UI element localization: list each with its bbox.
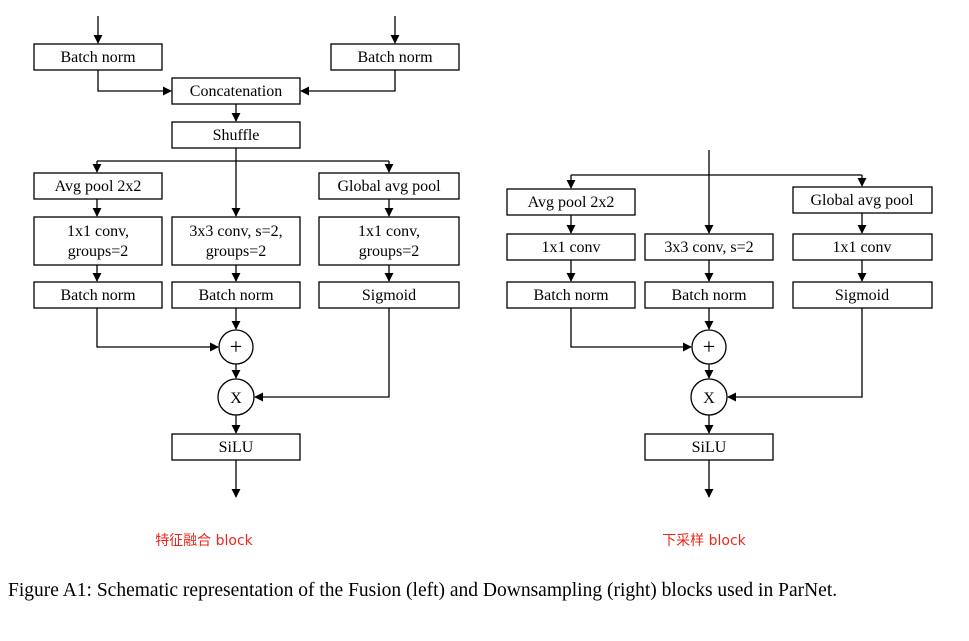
fusion-global-avgpool: Global avg pool (318, 172, 460, 200)
svg-text:Shuffle: Shuffle (213, 127, 260, 144)
svg-text:groups=2: groups=2 (359, 243, 420, 260)
fusion-edge-bn-left-concat (97, 70, 172, 96)
svg-text:SiLU: SiLU (692, 439, 727, 456)
svg-text:Batch norm: Batch norm (60, 49, 136, 66)
fusion-conv3x3: 3x3 conv, s=2, groups=2 (171, 216, 301, 266)
svg-text:groups=2: groups=2 (206, 243, 267, 260)
fusion-multiply-node: X (217, 378, 255, 416)
svg-text:Batch norm: Batch norm (60, 287, 136, 304)
svg-text:Avg pool 2x2: Avg pool 2x2 (528, 194, 615, 211)
svg-text:+: + (230, 334, 242, 359)
svg-text:Batch norm: Batch norm (198, 287, 274, 304)
architecture-diagram: Batch norm Batch norm Concatenation Shuf… (33, 16, 933, 549)
fusion-silu: SiLU (171, 433, 301, 461)
svg-text:Global avg pool: Global avg pool (810, 192, 914, 209)
svg-text:Concatenation: Concatenation (190, 83, 282, 100)
fusion-add-node: + (218, 329, 254, 365)
fusion-edge-bn-right-concat (300, 70, 396, 96)
svg-text:SiLU: SiLU (219, 439, 254, 456)
fusion-concatenation: Concatenation (171, 77, 301, 105)
fusion-block: Batch norm Batch norm Concatenation Shuf… (33, 16, 460, 549)
fusion-batchnorm-left: Batch norm (33, 43, 163, 71)
fusion-sigmoid: Sigmoid (318, 281, 460, 309)
fusion-edge-bn-a-plus (96, 308, 219, 352)
svg-text:3x3 conv, s=2: 3x3 conv, s=2 (664, 239, 753, 256)
down-conv1x1-se: 1x1 conv (792, 233, 933, 261)
down-edge-bn-a-plus (570, 308, 692, 352)
down-global-avgpool: Global avg pool (792, 186, 933, 214)
down-batchnorm-b: Batch norm (644, 281, 774, 309)
svg-text:X: X (230, 390, 242, 407)
svg-text:1x1 conv,: 1x1 conv, (67, 223, 129, 240)
down-multiply-node: X (690, 378, 728, 416)
fusion-block-label: 特征融合 block (155, 533, 253, 549)
svg-text:1x1 conv: 1x1 conv (832, 239, 891, 256)
down-sigmoid: Sigmoid (792, 281, 933, 309)
downsampling-block: Avg pool 2x2 Global avg pool 1x1 conv 3x… (506, 150, 933, 549)
svg-text:groups=2: groups=2 (68, 243, 129, 260)
svg-text:+: + (703, 334, 715, 359)
fusion-conv1x1: 1x1 conv, groups=2 (33, 216, 163, 266)
svg-text:Batch norm: Batch norm (671, 287, 747, 304)
figure-caption: Figure A1: Schematic representation of t… (8, 580, 838, 601)
fusion-batchnorm-right: Batch norm (330, 43, 460, 71)
down-conv3x3: 3x3 conv, s=2 (644, 233, 774, 261)
down-avgpool: Avg pool 2x2 (506, 188, 636, 216)
svg-text:Avg pool 2x2: Avg pool 2x2 (55, 178, 142, 195)
down-conv1x1: 1x1 conv (506, 233, 636, 261)
fusion-shuffle: Shuffle (171, 121, 301, 149)
fusion-batchnorm-a: Batch norm (33, 281, 163, 309)
down-block-label: 下采样 block (662, 533, 746, 549)
svg-text:Batch norm: Batch norm (357, 49, 433, 66)
svg-text:Sigmoid: Sigmoid (835, 287, 889, 304)
down-add-node: + (691, 329, 727, 365)
svg-text:3x3 conv, s=2,: 3x3 conv, s=2, (189, 223, 282, 240)
down-silu: SiLU (644, 433, 774, 461)
down-edge-sigmoid-mult (727, 308, 863, 402)
fusion-avgpool: Avg pool 2x2 (33, 172, 163, 200)
fusion-conv1x1-se: 1x1 conv, groups=2 (318, 216, 460, 266)
fusion-batchnorm-b: Batch norm (171, 281, 301, 309)
down-batchnorm-a: Batch norm (506, 281, 636, 309)
svg-text:Batch norm: Batch norm (533, 287, 609, 304)
svg-text:Global avg pool: Global avg pool (337, 178, 441, 195)
svg-text:1x1 conv: 1x1 conv (541, 239, 600, 256)
svg-text:1x1 conv,: 1x1 conv, (358, 223, 420, 240)
svg-text:Sigmoid: Sigmoid (362, 287, 416, 304)
svg-text:X: X (703, 390, 715, 407)
fusion-edge-sigmoid-mult (254, 308, 390, 402)
